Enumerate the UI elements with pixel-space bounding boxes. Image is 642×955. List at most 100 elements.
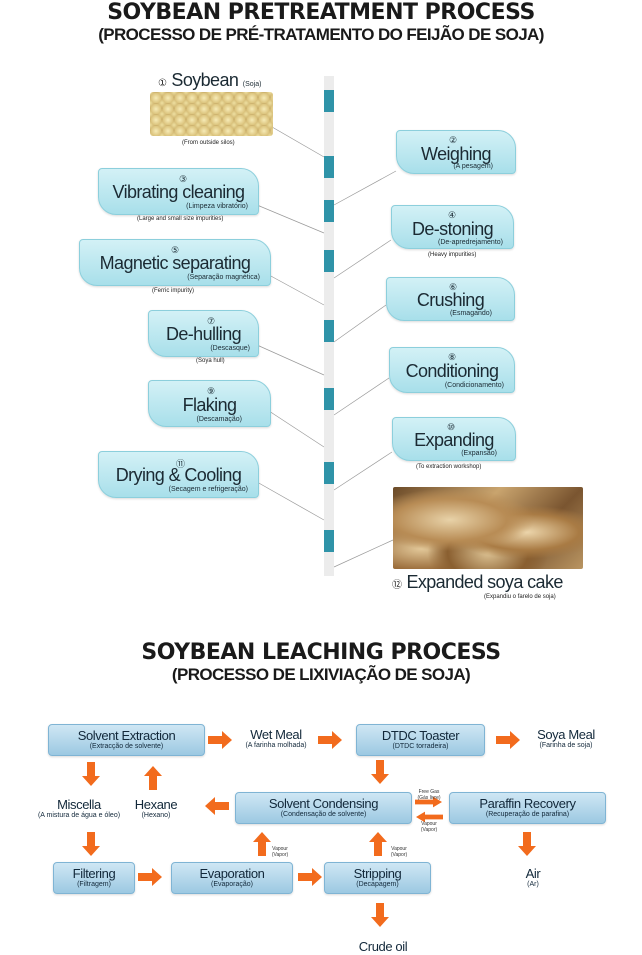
- step-num: ⑪: [176, 459, 186, 469]
- stripping-box: Stripping (Decapagem): [324, 862, 431, 894]
- filtering-box: Filtering (Filtragem): [53, 862, 135, 894]
- node-sub: (Hexano): [141, 812, 171, 819]
- node-label: Miscella: [57, 797, 101, 812]
- arrow-down-icon: [371, 903, 389, 927]
- pretreatment-title: SOYBEAN PRETREATMENT PROCESS: [107, 0, 535, 25]
- free-gas-label: Free Gas (Gás livre): [412, 789, 446, 801]
- step-magnetic-separating: ⑤ Magnetic separating (Separação magnéti…: [79, 239, 271, 286]
- step-num: ⑤: [171, 245, 180, 255]
- arrow-right-icon: [138, 868, 162, 886]
- step-note: (Soya hull): [196, 358, 225, 364]
- arrow-right-icon: [318, 731, 342, 749]
- tiny-l1: Free Gas: [418, 789, 440, 795]
- box-label: Stripping: [353, 866, 402, 881]
- wet-meal-node: Wet Meal (A farinha molhada): [234, 727, 318, 749]
- soya-cake-photo: [393, 487, 583, 569]
- step-num: ②: [449, 135, 458, 145]
- node-label: Soya Meal: [537, 727, 595, 742]
- step-weighing: ② Weighing (A pesagem): [396, 130, 516, 174]
- step-num: ③: [179, 174, 188, 184]
- step-de-stoning: ④ De-stoning (De-apredrejamento): [391, 205, 514, 249]
- pole-segment: [324, 388, 334, 410]
- soybean-photo: [150, 92, 273, 136]
- arrow-down-icon: [371, 760, 389, 784]
- step-sub: (Separação magnética): [187, 274, 260, 281]
- step-sub: (Secagem e refrigeração): [168, 486, 248, 493]
- step-sub: (Expansão): [461, 450, 497, 457]
- hexane-node: Hexane (Hexano): [126, 797, 186, 819]
- box-label: Evaporation: [199, 866, 265, 881]
- step-sub: (Descasque): [210, 345, 250, 352]
- crude-oil-node: Crude oil: [335, 939, 431, 954]
- arrow-right-icon: [415, 796, 442, 808]
- step-label: Weighing: [421, 144, 492, 164]
- step-note: (Large and small size impurities): [137, 216, 224, 222]
- step-sub: (Condicionamento): [444, 382, 504, 389]
- step-label: Conditioning: [405, 361, 499, 381]
- pole-segment: [324, 462, 334, 484]
- step-label: Crushing: [416, 290, 485, 310]
- paraffin-recovery-box: Paraffin Recovery (Recuperação de parafi…: [449, 792, 606, 824]
- step-drying-cooling: ⑪ Drying & Cooling (Secagem e refrigeraç…: [98, 451, 259, 498]
- step-num: ⑦: [207, 316, 216, 326]
- box-sub: (DTDC torradeira): [392, 743, 449, 750]
- box-sub: (Extracção de solvente): [89, 743, 164, 750]
- node-sub: (A mistura de água e óleo): [37, 812, 121, 819]
- box-sub: (Recuperação de parafina): [485, 811, 570, 818]
- box-label: Solvent Extraction: [77, 728, 176, 743]
- box-label: Filtering: [72, 866, 116, 881]
- node-label: Crude oil: [358, 939, 408, 954]
- miscella-node: Miscella (A mistura de água e óleo): [14, 797, 144, 819]
- node-label: Hexane: [134, 797, 178, 812]
- pretreatment-connectors: [256, 126, 397, 568]
- box-sub: (Evaporação): [210, 881, 254, 888]
- soya-cake-text: Expanded soya cake: [406, 572, 563, 592]
- step-note: (Heavy impurities): [428, 252, 477, 258]
- box-label: Paraffin Recovery: [479, 796, 576, 811]
- arrow-down-icon: [518, 832, 536, 856]
- pole-segment: [324, 530, 334, 552]
- tiny-l1: Vapour: [391, 846, 407, 852]
- air-node: Air (Ar): [505, 866, 561, 888]
- node-label: Air: [525, 866, 541, 881]
- soya-cake-sub: (Expandiu o farelo de soja): [484, 594, 556, 600]
- solvent-condensing-box: Solvent Condensing (Condensação de solve…: [235, 792, 412, 824]
- step-de-hulling: ⑦ De-hulling (Descasque): [148, 310, 259, 357]
- tiny-l2: (Gás livre): [417, 795, 441, 801]
- step-note: (Ferric impurity): [152, 288, 194, 294]
- tiny-l2: (Vapor): [390, 852, 408, 858]
- solvent-extraction-box: Solvent Extraction (Extracção de solvent…: [48, 724, 205, 756]
- soya-cake-num: ⑫: [392, 580, 402, 591]
- soya-cake-label: ⑫ Expanded soya cake: [392, 572, 563, 593]
- step-note: (To extraction workshop): [416, 464, 482, 470]
- soybean-note: (From outside silos): [182, 140, 235, 146]
- soybean-label: ① Soybean (Soja): [158, 70, 261, 91]
- box-sub: (Condensação de solvente): [280, 811, 367, 818]
- step-label: Vibrating cleaning: [112, 182, 246, 202]
- box-sub: (Filtragem): [77, 881, 111, 888]
- step-sub: (A pesagem): [453, 163, 493, 170]
- soybean-text: Soybean: [171, 70, 239, 90]
- node-sub: (A farinha molhada): [245, 742, 307, 749]
- step-sub: (Limpeza vibratório): [186, 203, 248, 210]
- leaching-subtitle: (PROCESSO DE LIXIVIAÇÃO DE SOJA): [171, 665, 471, 684]
- step-vibrating-cleaning: ③ Vibrating cleaning (Limpeza vibratório…: [98, 168, 259, 215]
- node-sub: (Farinha de soja): [539, 742, 593, 749]
- box-label: Solvent Condensing: [268, 796, 379, 811]
- step-label: Drying & Cooling: [115, 465, 242, 485]
- step-crushing: ⑥ Crushing (Esmagando): [386, 277, 515, 321]
- step-expanding: ⑩ Expanding (Expansão): [392, 417, 516, 461]
- pole-segment: [324, 250, 334, 272]
- pole-segment: [324, 156, 334, 178]
- tiny-l2: (Vapor): [271, 852, 289, 858]
- step-num: ⑥: [449, 282, 458, 292]
- arrow-right-icon: [496, 731, 520, 749]
- arrow-down-icon: [82, 762, 100, 786]
- pretreatment-subtitle: (PROCESSO DE PRÉ-TRATAMENTO DO FEIJÃO DE…: [98, 25, 544, 44]
- arrow-left-icon: [205, 797, 229, 815]
- soya-meal-node: Soya Meal (Farinha de soja): [524, 727, 608, 749]
- step-num: ⑩: [447, 422, 456, 432]
- arrow-down-icon: [82, 832, 100, 856]
- step-num: ⑨: [207, 386, 216, 396]
- arrow-up-icon: [369, 832, 387, 856]
